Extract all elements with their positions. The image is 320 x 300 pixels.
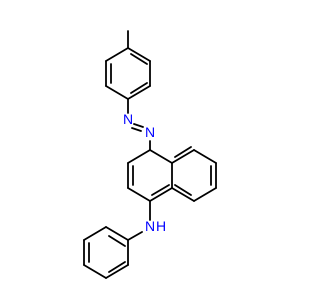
bond: [171, 149, 195, 164]
bond: [108, 261, 126, 273]
bond: [131, 127, 142, 132]
bond: [127, 47, 151, 62]
bond: [105, 47, 129, 62]
bond: [108, 235, 126, 247]
bond: [127, 231, 143, 241]
bond: [130, 53, 148, 65]
bond-layer: [83, 30, 217, 279]
bond: [83, 226, 107, 241]
amine-hydrogen: H: [156, 218, 166, 234]
bond: [130, 82, 148, 94]
bond: [174, 146, 192, 158]
bond: [133, 123, 144, 128]
molecule-canvas: N N N H: [83, 30, 217, 279]
amine-nitrogen: N: [145, 218, 155, 234]
azo-nitrogen-2: N: [145, 124, 155, 140]
bond: [127, 85, 151, 100]
azo-nitrogen-1: N: [123, 111, 133, 127]
bond: [105, 264, 129, 279]
bond: [105, 85, 129, 100]
atom-label-layer: N N N H: [123, 111, 166, 234]
bond: [151, 184, 170, 196]
bond: [149, 187, 173, 202]
bond: [105, 226, 129, 241]
structure-drawing: N N N H: [83, 30, 217, 279]
bond: [83, 264, 107, 279]
bond: [193, 149, 217, 164]
bond: [127, 187, 151, 202]
bond: [127, 149, 151, 164]
bond: [149, 149, 173, 164]
bond: [193, 187, 217, 202]
bond: [171, 187, 195, 202]
bond: [174, 184, 192, 196]
